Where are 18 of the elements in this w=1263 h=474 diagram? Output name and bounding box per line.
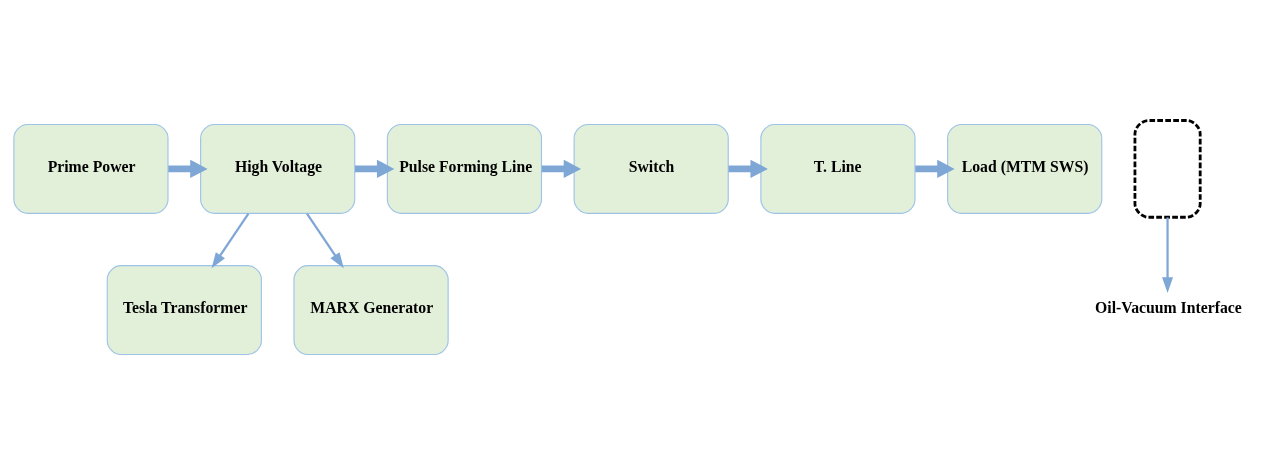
node-box: Load (MTM SWS) <box>947 123 1103 214</box>
node-box: Switch <box>573 123 729 214</box>
node-box: T. Line <box>760 123 916 214</box>
node-text: Oil-Vacuum Interface <box>1095 298 1242 316</box>
arrow <box>306 212 344 268</box>
arrow <box>211 212 250 268</box>
arrow <box>915 159 955 178</box>
arrow <box>168 159 208 178</box>
node-box: MARX Generator <box>293 264 449 355</box>
node-box <box>1133 118 1202 219</box>
node-box: Prime Power <box>13 123 169 214</box>
node-box: Pulse Forming Line <box>386 123 543 214</box>
arrow <box>728 159 768 178</box>
arrow <box>355 159 395 178</box>
arrow <box>541 159 582 178</box>
node-box: High Voltage <box>200 123 356 214</box>
node-box: Tesla Transformer <box>106 264 262 355</box>
arrow <box>1162 216 1174 293</box>
